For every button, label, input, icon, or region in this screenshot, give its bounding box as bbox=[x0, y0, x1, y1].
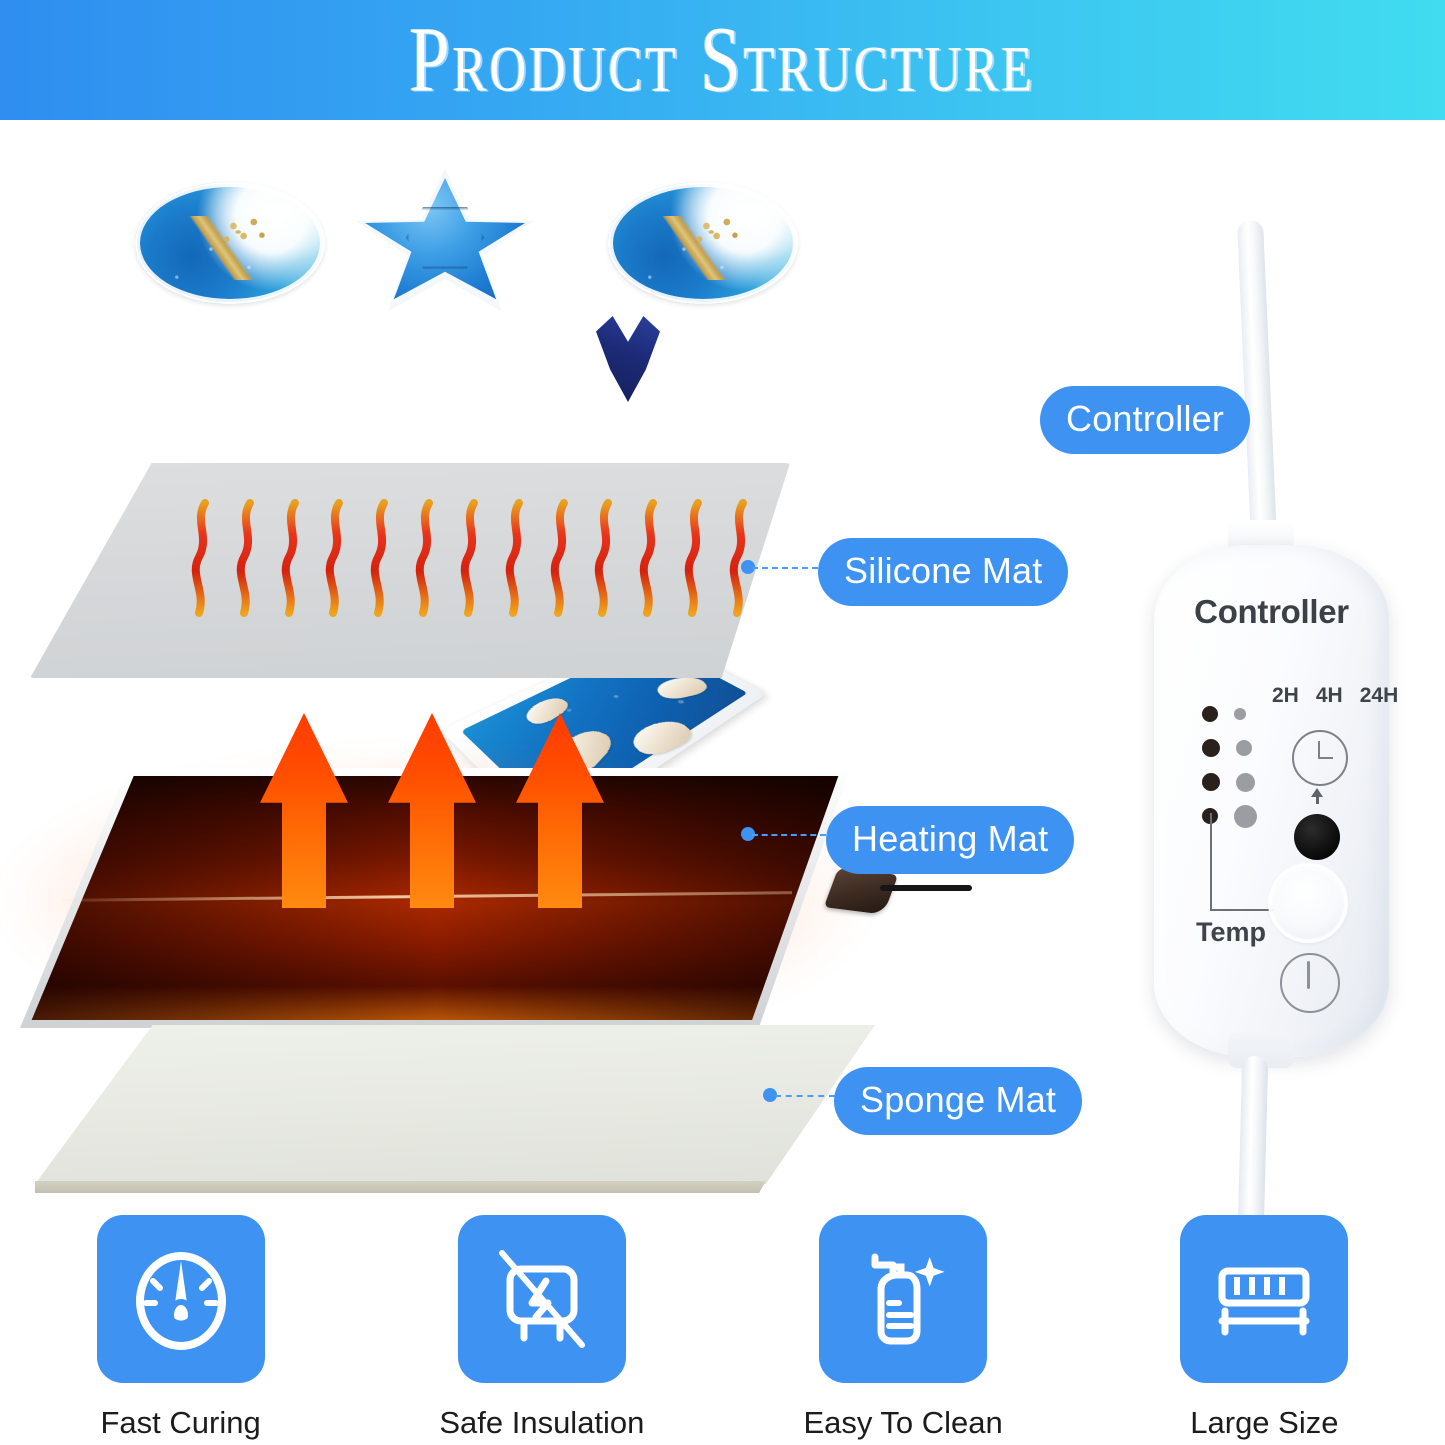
controller-body-label: Controller bbox=[1194, 593, 1349, 630]
heat-wave-icon bbox=[326, 499, 344, 617]
heat-wave-icon bbox=[505, 499, 523, 617]
controller-cable-top bbox=[1236, 219, 1278, 543]
heat-arrow-icon bbox=[516, 713, 604, 908]
sponge-mat-layer bbox=[35, 1025, 875, 1193]
silicone-mat-layer bbox=[30, 463, 790, 678]
temp-bracket bbox=[1210, 909, 1304, 911]
timer-option-2h: 2H bbox=[1272, 684, 1299, 707]
led-row bbox=[1202, 697, 1257, 731]
heating-mat-plug bbox=[823, 867, 899, 915]
sponge-mat-leader-line bbox=[775, 1095, 835, 1097]
led-indicator-grid bbox=[1202, 697, 1257, 833]
sponge-mat-surface bbox=[35, 1025, 875, 1184]
speedometer-icon bbox=[96, 1215, 265, 1383]
heat-arrow-group bbox=[260, 713, 620, 908]
heat-wave-icon bbox=[236, 499, 254, 617]
led-temp-indicator bbox=[1202, 739, 1220, 757]
heat-wave-icon bbox=[729, 499, 747, 617]
feature-large-size[interactable]: Large Size bbox=[1084, 1215, 1445, 1445]
heat-wave-icon bbox=[415, 499, 434, 617]
heat-wave-icon bbox=[640, 499, 658, 617]
round-shell-coaster-left bbox=[135, 182, 325, 304]
controller-assembly: Controller 2H 4H 24H bbox=[1122, 219, 1442, 1232]
heat-arrow-icon bbox=[388, 713, 476, 908]
blue-star-resin-piece bbox=[356, 168, 534, 316]
timer-option-4h: 4H bbox=[1315, 684, 1343, 707]
shell-rim bbox=[135, 182, 325, 304]
led-timer-indicator bbox=[1234, 804, 1257, 828]
sponge-mat-edge bbox=[35, 1181, 766, 1193]
controller-body[interactable]: Controller 2H 4H 24H bbox=[1154, 545, 1398, 1057]
led-timer-indicator bbox=[1236, 772, 1255, 792]
timer-button[interactable] bbox=[1294, 814, 1340, 860]
silicone-mat-surface bbox=[30, 463, 790, 678]
temp-label: Temp bbox=[1196, 917, 1267, 947]
page-header: Product Structure bbox=[0, 0, 1445, 120]
clock-icon bbox=[1292, 730, 1348, 786]
feature-label: Fast Curing bbox=[100, 1405, 261, 1440]
heat-wave-icon bbox=[460, 499, 478, 617]
controller-cable-bottom bbox=[1237, 1055, 1269, 1232]
round-shell-coaster-right bbox=[608, 182, 798, 304]
feature-row: Fast Curing Safe Insulation bbox=[0, 1215, 1445, 1445]
star-hexagon-emblem bbox=[406, 206, 484, 269]
feature-label: Safe Insulation bbox=[439, 1405, 645, 1440]
silicone-mat-leader-dot bbox=[741, 560, 755, 574]
power-icon[interactable] bbox=[1280, 953, 1340, 1013]
timer-option-24h: 24H bbox=[1359, 684, 1399, 707]
gold-tree-decoration bbox=[165, 212, 284, 280]
no-electric-shock-icon bbox=[457, 1215, 626, 1383]
callout-silicone-mat[interactable]: Silicone Mat bbox=[818, 538, 1069, 606]
timer-options-row: 2H 4H 24H bbox=[1272, 684, 1398, 708]
led-row bbox=[1202, 765, 1257, 799]
silicone-mat-leader-line bbox=[752, 567, 818, 569]
heating-mat-layer bbox=[4, 713, 972, 1050]
led-row bbox=[1202, 731, 1257, 765]
mermaid-tail-decoration bbox=[596, 316, 660, 402]
heat-wave-icon bbox=[281, 499, 299, 617]
heat-wave-icon bbox=[595, 499, 613, 617]
page-title: Product Structure bbox=[409, 8, 1036, 111]
feature-easy-to-clean[interactable]: Easy To Clean bbox=[723, 1215, 1084, 1445]
arrow-up-icon bbox=[1311, 788, 1323, 797]
sponge-mat-leader-dot bbox=[763, 1088, 777, 1102]
led-temp-indicator bbox=[1202, 706, 1218, 722]
gold-tree-decoration bbox=[638, 212, 757, 280]
feature-label: Large Size bbox=[1190, 1405, 1339, 1440]
heat-wave-group bbox=[190, 499, 750, 617]
callout-heating-mat[interactable]: Heating Mat bbox=[826, 806, 1075, 874]
heat-wave-icon bbox=[550, 499, 568, 617]
temperature-button[interactable] bbox=[1272, 867, 1344, 939]
led-timer-indicator bbox=[1236, 740, 1252, 756]
feature-fast-curing[interactable]: Fast Curing bbox=[0, 1215, 361, 1445]
led-timer-indicator bbox=[1234, 708, 1246, 720]
heating-mat-leader-dot bbox=[741, 827, 755, 841]
spray-bottle-icon bbox=[819, 1215, 988, 1383]
temp-bracket bbox=[1210, 813, 1212, 911]
product-structure-diagram: Silicone Mat Heating Mat Sponge Mat Cont… bbox=[0, 120, 1445, 1445]
heat-wave-icon bbox=[191, 499, 209, 617]
feature-label: Easy To Clean bbox=[803, 1405, 1003, 1440]
callout-sponge-mat[interactable]: Sponge Mat bbox=[834, 1067, 1083, 1135]
ruler-icon bbox=[1180, 1215, 1349, 1383]
heat-wave-icon bbox=[371, 499, 389, 617]
shell-rim bbox=[608, 182, 798, 304]
callout-controller[interactable]: Controller bbox=[1040, 386, 1251, 454]
feature-safe-insulation[interactable]: Safe Insulation bbox=[361, 1215, 722, 1445]
arrow-up-stem bbox=[1316, 796, 1319, 804]
led-temp-indicator bbox=[1202, 773, 1220, 791]
heat-arrow-icon bbox=[260, 713, 348, 908]
heating-mat-cable bbox=[880, 885, 972, 891]
heat-wave-icon bbox=[684, 499, 703, 617]
heating-mat-leader-line bbox=[752, 834, 826, 836]
